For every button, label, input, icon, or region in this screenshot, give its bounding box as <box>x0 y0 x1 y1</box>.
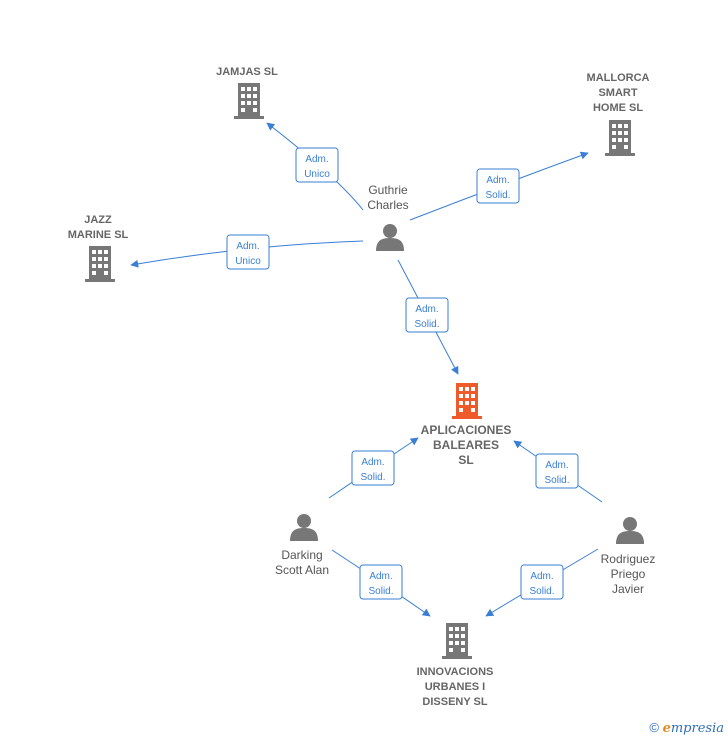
company-label: INNOVACIONS <box>417 666 494 678</box>
company-label: MALLORCA <box>587 72 650 84</box>
edge-label-text: Adm. <box>369 571 392 582</box>
edge-guthrie-to-aplicaciones: Adm. Solid. <box>397 259 459 375</box>
company-label: DISSENY SL <box>422 696 487 708</box>
person-label: Rodriguez <box>601 552 656 566</box>
company-label: APLICACIONES <box>421 423 512 437</box>
person-icon <box>290 514 318 541</box>
edge-label-box <box>226 234 270 270</box>
edge-label-text: Solid. <box>360 472 385 483</box>
company-node-mallorca[interactable]: MALLORCA SMART HOME SL <box>587 72 650 156</box>
company-node-jazz[interactable]: JAZZ MARINE SL <box>68 214 129 282</box>
edge-label-text: Adm. <box>236 241 259 252</box>
edge-darking-to-aplicaciones: Adm. Solid. <box>328 437 419 499</box>
person-icon <box>376 224 404 251</box>
person-label: Guthrie <box>368 183 408 197</box>
company-label: JAZZ <box>84 214 112 226</box>
edge-label-box <box>295 147 339 183</box>
edge-label-text: Adm. <box>305 154 328 165</box>
edge-darking-to-innovacions: Adm. Solid. <box>331 549 431 617</box>
edge-label-text: Adm. <box>361 457 384 468</box>
footer-brand: © empresia <box>649 720 724 736</box>
copyright-symbol: © <box>649 720 659 735</box>
person-label: Scott Alan <box>275 563 329 577</box>
edge-label-box <box>476 168 520 204</box>
company-node-innovacions[interactable]: INNOVACIONS URBANES I DISSENY SL <box>417 623 494 708</box>
company-label: MARINE SL <box>68 229 129 241</box>
edge-label-text: Adm. <box>530 571 553 582</box>
building-icon <box>442 623 472 659</box>
person-icon <box>616 517 644 544</box>
company-label: HOME SL <box>593 102 643 114</box>
edge-label-text: Solid. <box>485 190 510 201</box>
edge-guthrie-to-mallorca: Adm. Solid. <box>409 151 589 221</box>
edge-label-text: Adm. <box>415 304 438 315</box>
company-label: BALEARES <box>433 438 499 452</box>
person-label: Charles <box>367 198 408 212</box>
edge-label-text: Unico <box>235 256 261 267</box>
edge-label-text: Adm. <box>486 175 509 186</box>
company-label: SMART <box>598 87 637 99</box>
edge-label-text: Solid. <box>529 586 554 597</box>
nodes-layer: JAMJAS SL MALLORCA SMART HOME SL JAZZ MARINE … <box>68 66 656 708</box>
edge-label-box <box>351 450 395 486</box>
building-icon <box>85 246 115 282</box>
edge-guthrie-to-jamjas: Adm. Unico <box>266 122 364 211</box>
edge-label-box <box>405 297 449 333</box>
building-icon <box>234 83 264 119</box>
edge-label-box <box>535 453 579 489</box>
edge-label-box <box>520 564 564 600</box>
company-node-jamjas[interactable]: JAMJAS SL <box>216 66 278 119</box>
edge-rodriguez-to-aplicaciones: Adm. Solid. <box>513 440 603 503</box>
person-label: Javier <box>612 582 644 596</box>
company-label: JAMJAS SL <box>216 66 278 78</box>
edge-guthrie-to-jazz: Adm. Unico <box>130 234 364 270</box>
company-label: URBANES I <box>425 681 486 693</box>
edge-label-text: Adm. <box>545 460 568 471</box>
brand-logo-letter: e <box>662 721 671 736</box>
person-label: Priego <box>611 567 646 581</box>
edge-label-box <box>359 564 403 600</box>
edge-label-text: Solid. <box>414 319 439 330</box>
edge-label-text: Solid. <box>544 475 569 486</box>
edge-rodriguez-to-innovacions: Adm. Solid. <box>485 548 599 617</box>
building-icon <box>452 383 482 419</box>
building-icon <box>605 120 635 156</box>
brand-name: mpresia <box>670 721 724 736</box>
company-label: SL <box>458 453 473 467</box>
edge-label-text: Solid. <box>368 586 393 597</box>
edges-layer: Adm.UnicoAdm.Solid.Adm.UnicoAdm.Solid.Ad… <box>130 122 603 617</box>
edge-label-text: Unico <box>304 169 330 180</box>
person-label: Darking <box>281 548 322 562</box>
